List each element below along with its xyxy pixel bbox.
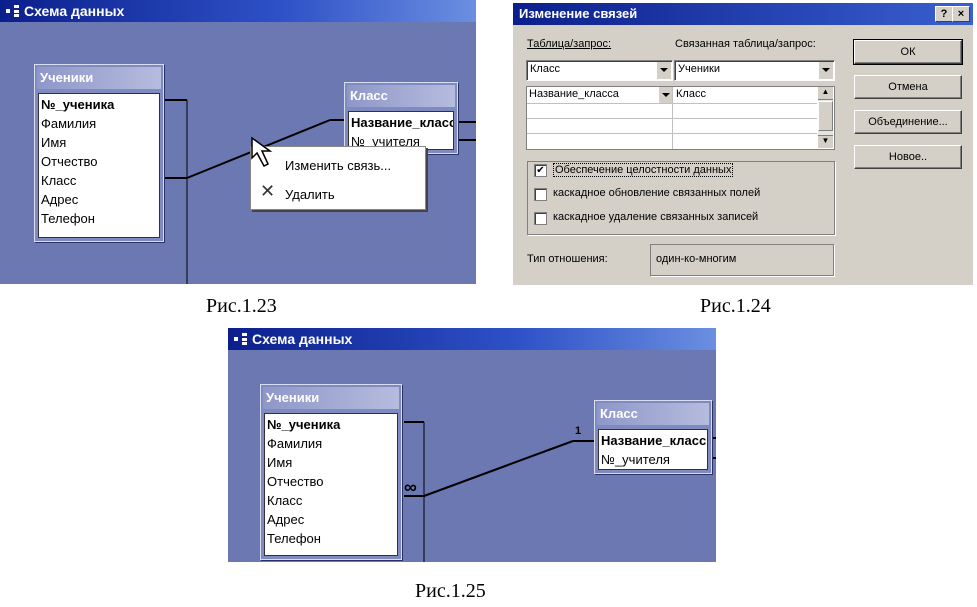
field-patronymic[interactable]: Отчество [267, 474, 324, 489]
checkbox-cascade-delete[interactable] [534, 212, 547, 225]
caption-fig24: Рис.1.24 [700, 295, 771, 317]
schema-window-fig23: Схема данных Ученики №_ученика Фамилия И… [0, 0, 476, 284]
check-cascade-update-label[interactable]: каскадное обновление связанных полей [553, 187, 761, 199]
table-combo[interactable]: Класс [526, 60, 673, 81]
window-titlebar[interactable]: Схема данных [0, 0, 476, 22]
field-phone[interactable]: Телефон [41, 211, 95, 226]
caption-fig23: Рис.1.23 [206, 295, 277, 317]
schema-icon [6, 5, 20, 17]
field-phone[interactable]: Телефон [267, 531, 321, 546]
cursor-arrow-icon [251, 136, 273, 167]
relation-type-value: один-ко-многим [656, 253, 737, 265]
join-type-button[interactable]: Объединение... [854, 110, 962, 134]
label-table: Таблица/запрос: [527, 38, 612, 50]
field-surname[interactable]: Фамилия [267, 436, 323, 451]
help-button[interactable]: ? [935, 6, 953, 22]
field-address[interactable]: Адрес [41, 192, 79, 207]
field-student-id[interactable]: №_ученика [267, 417, 341, 432]
field-name[interactable]: Имя [267, 455, 293, 470]
field-class[interactable]: Класс [267, 493, 303, 508]
one-side-mark: 1 [575, 425, 582, 437]
table-class[interactable]: Класс Название_класс №_учителя [594, 400, 712, 474]
field-student-id[interactable]: №_ученика [41, 97, 115, 112]
relation-type-field: один-ко-многим [650, 244, 834, 276]
chevron-down-icon[interactable] [656, 62, 671, 79]
field-name[interactable]: Имя [41, 135, 67, 150]
related-table-combo[interactable]: Ученики [674, 60, 835, 81]
many-side-mark: ∞ [404, 477, 417, 497]
menu-item-edit-relationship[interactable]: Изменить связь... [285, 158, 392, 173]
table-students[interactable]: Ученики №_ученика Фамилия Имя Отчество К… [260, 384, 402, 560]
checkbox-cascade-update[interactable] [534, 188, 547, 201]
relation-type-label: Тип отношения: [527, 253, 608, 265]
window-title: Схема данных [252, 331, 353, 347]
dialog-title: Изменение связей [513, 3, 973, 25]
field-patronymic[interactable]: Отчество [41, 154, 98, 169]
table-title[interactable]: Класс [347, 85, 455, 107]
field-mapping-grid: Название_класса Класс ▲ ▼ [526, 86, 835, 150]
options-group [527, 161, 835, 235]
field-surname[interactable]: Фамилия [41, 116, 97, 131]
grid-cell-right[interactable]: Класс [676, 88, 706, 100]
new-button[interactable]: Новое.. [854, 145, 962, 169]
caption-fig25: Рис.1.25 [415, 580, 486, 602]
chevron-down-icon[interactable] [658, 87, 672, 103]
edit-relationship-dialog: Изменение связей ? × Таблица/запрос: Свя… [513, 3, 973, 285]
relationship-lines [404, 421, 716, 562]
field-teacher-id[interactable]: №_учителя [601, 452, 670, 467]
grid-cell-left[interactable]: Название_класса [529, 88, 619, 100]
chevron-down-icon[interactable] [818, 62, 833, 79]
check-mark-icon: ✔ [536, 165, 545, 176]
grid-scrollbar[interactable]: ▲ ▼ [818, 87, 833, 148]
label-related-table: Связанная таблица/запрос: [675, 38, 816, 50]
combo-value: Ученики [678, 63, 721, 75]
field-class-name[interactable]: Название_класс [351, 115, 454, 130]
schema-icon [234, 333, 248, 345]
field-class[interactable]: Класс [41, 173, 77, 188]
check-cascade-delete-label[interactable]: каскадное удаление связанных записей [553, 211, 759, 223]
checkbox-integrity[interactable]: ✔ [534, 164, 547, 177]
table-title[interactable]: Ученики [37, 67, 161, 89]
context-menu: Изменить связь... ✕ Удалить [250, 146, 426, 210]
table-title[interactable]: Ученики [263, 387, 399, 409]
menu-item-delete[interactable]: Удалить [285, 187, 335, 202]
check-integrity-label[interactable]: Обеспечение целостности данных [553, 163, 734, 177]
combo-value: Класс [530, 63, 560, 75]
delete-x-icon: ✕ [260, 181, 276, 201]
table-students[interactable]: Ученики №_ученика Фамилия Имя Отчество К… [34, 64, 164, 242]
close-button[interactable]: × [952, 6, 970, 22]
table-class[interactable]: Класс Название_класс №_учителя [344, 82, 458, 154]
table-title[interactable]: Класс [597, 403, 709, 425]
cancel-button[interactable]: Отмена [854, 75, 962, 99]
window-titlebar[interactable]: Схема данных [228, 328, 716, 350]
window-title: Схема данных [24, 3, 125, 19]
ok-button[interactable]: ОК [853, 39, 963, 65]
field-class-name[interactable]: Название_класс [601, 433, 707, 448]
schema-window-fig25: Схема данных 1 ∞ Ученики №_ученика Фамил… [228, 328, 716, 562]
field-address[interactable]: Адрес [267, 512, 305, 527]
field-teacher-id[interactable]: №_учителя [351, 134, 420, 149]
